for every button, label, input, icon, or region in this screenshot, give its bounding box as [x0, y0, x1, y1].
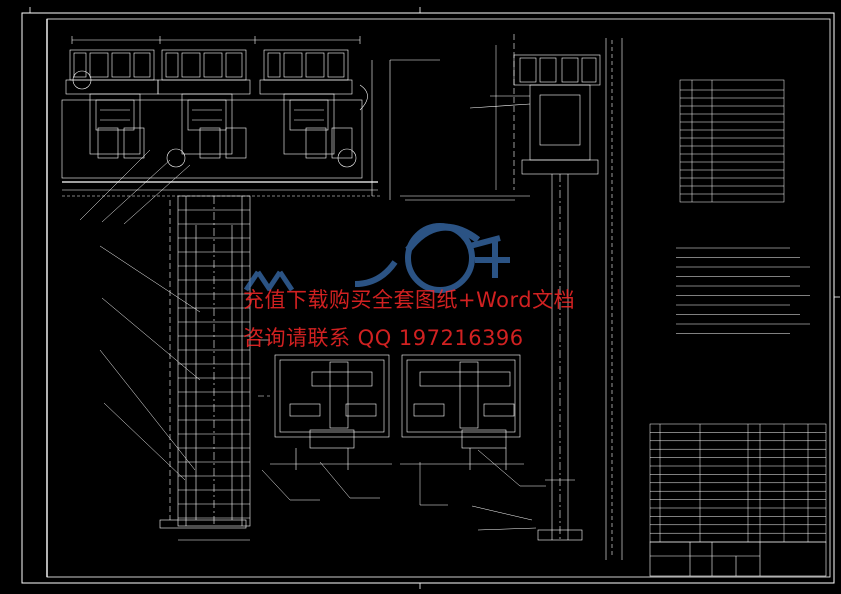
tech-requirements — [676, 247, 810, 334]
title-block — [649, 541, 827, 577]
dimension-line-mid — [390, 45, 515, 201]
watermark-line-1: 充值下载购买全套图纸+Word文档 — [243, 288, 576, 312]
watermark-line-2: 咨询请联系 QQ 197216396 — [243, 326, 524, 350]
leader-lines-left — [79, 149, 201, 481]
tech-params-table — [679, 79, 785, 203]
gate-slot-section — [159, 195, 251, 541]
plan-view-left — [258, 339, 392, 470]
parts-list — [649, 423, 827, 543]
plan-view-right — [400, 354, 524, 470]
tower-elevation — [400, 34, 623, 560]
watermark-logo — [243, 223, 510, 293]
hoist-unit-3 — [259, 49, 353, 155]
hoist-elevation — [61, 36, 391, 200]
outer-frame — [21, 12, 835, 584]
hoist-unit-2 — [157, 49, 251, 155]
plan-leaders — [261, 449, 546, 531]
frame-marks — [29, 7, 840, 589]
